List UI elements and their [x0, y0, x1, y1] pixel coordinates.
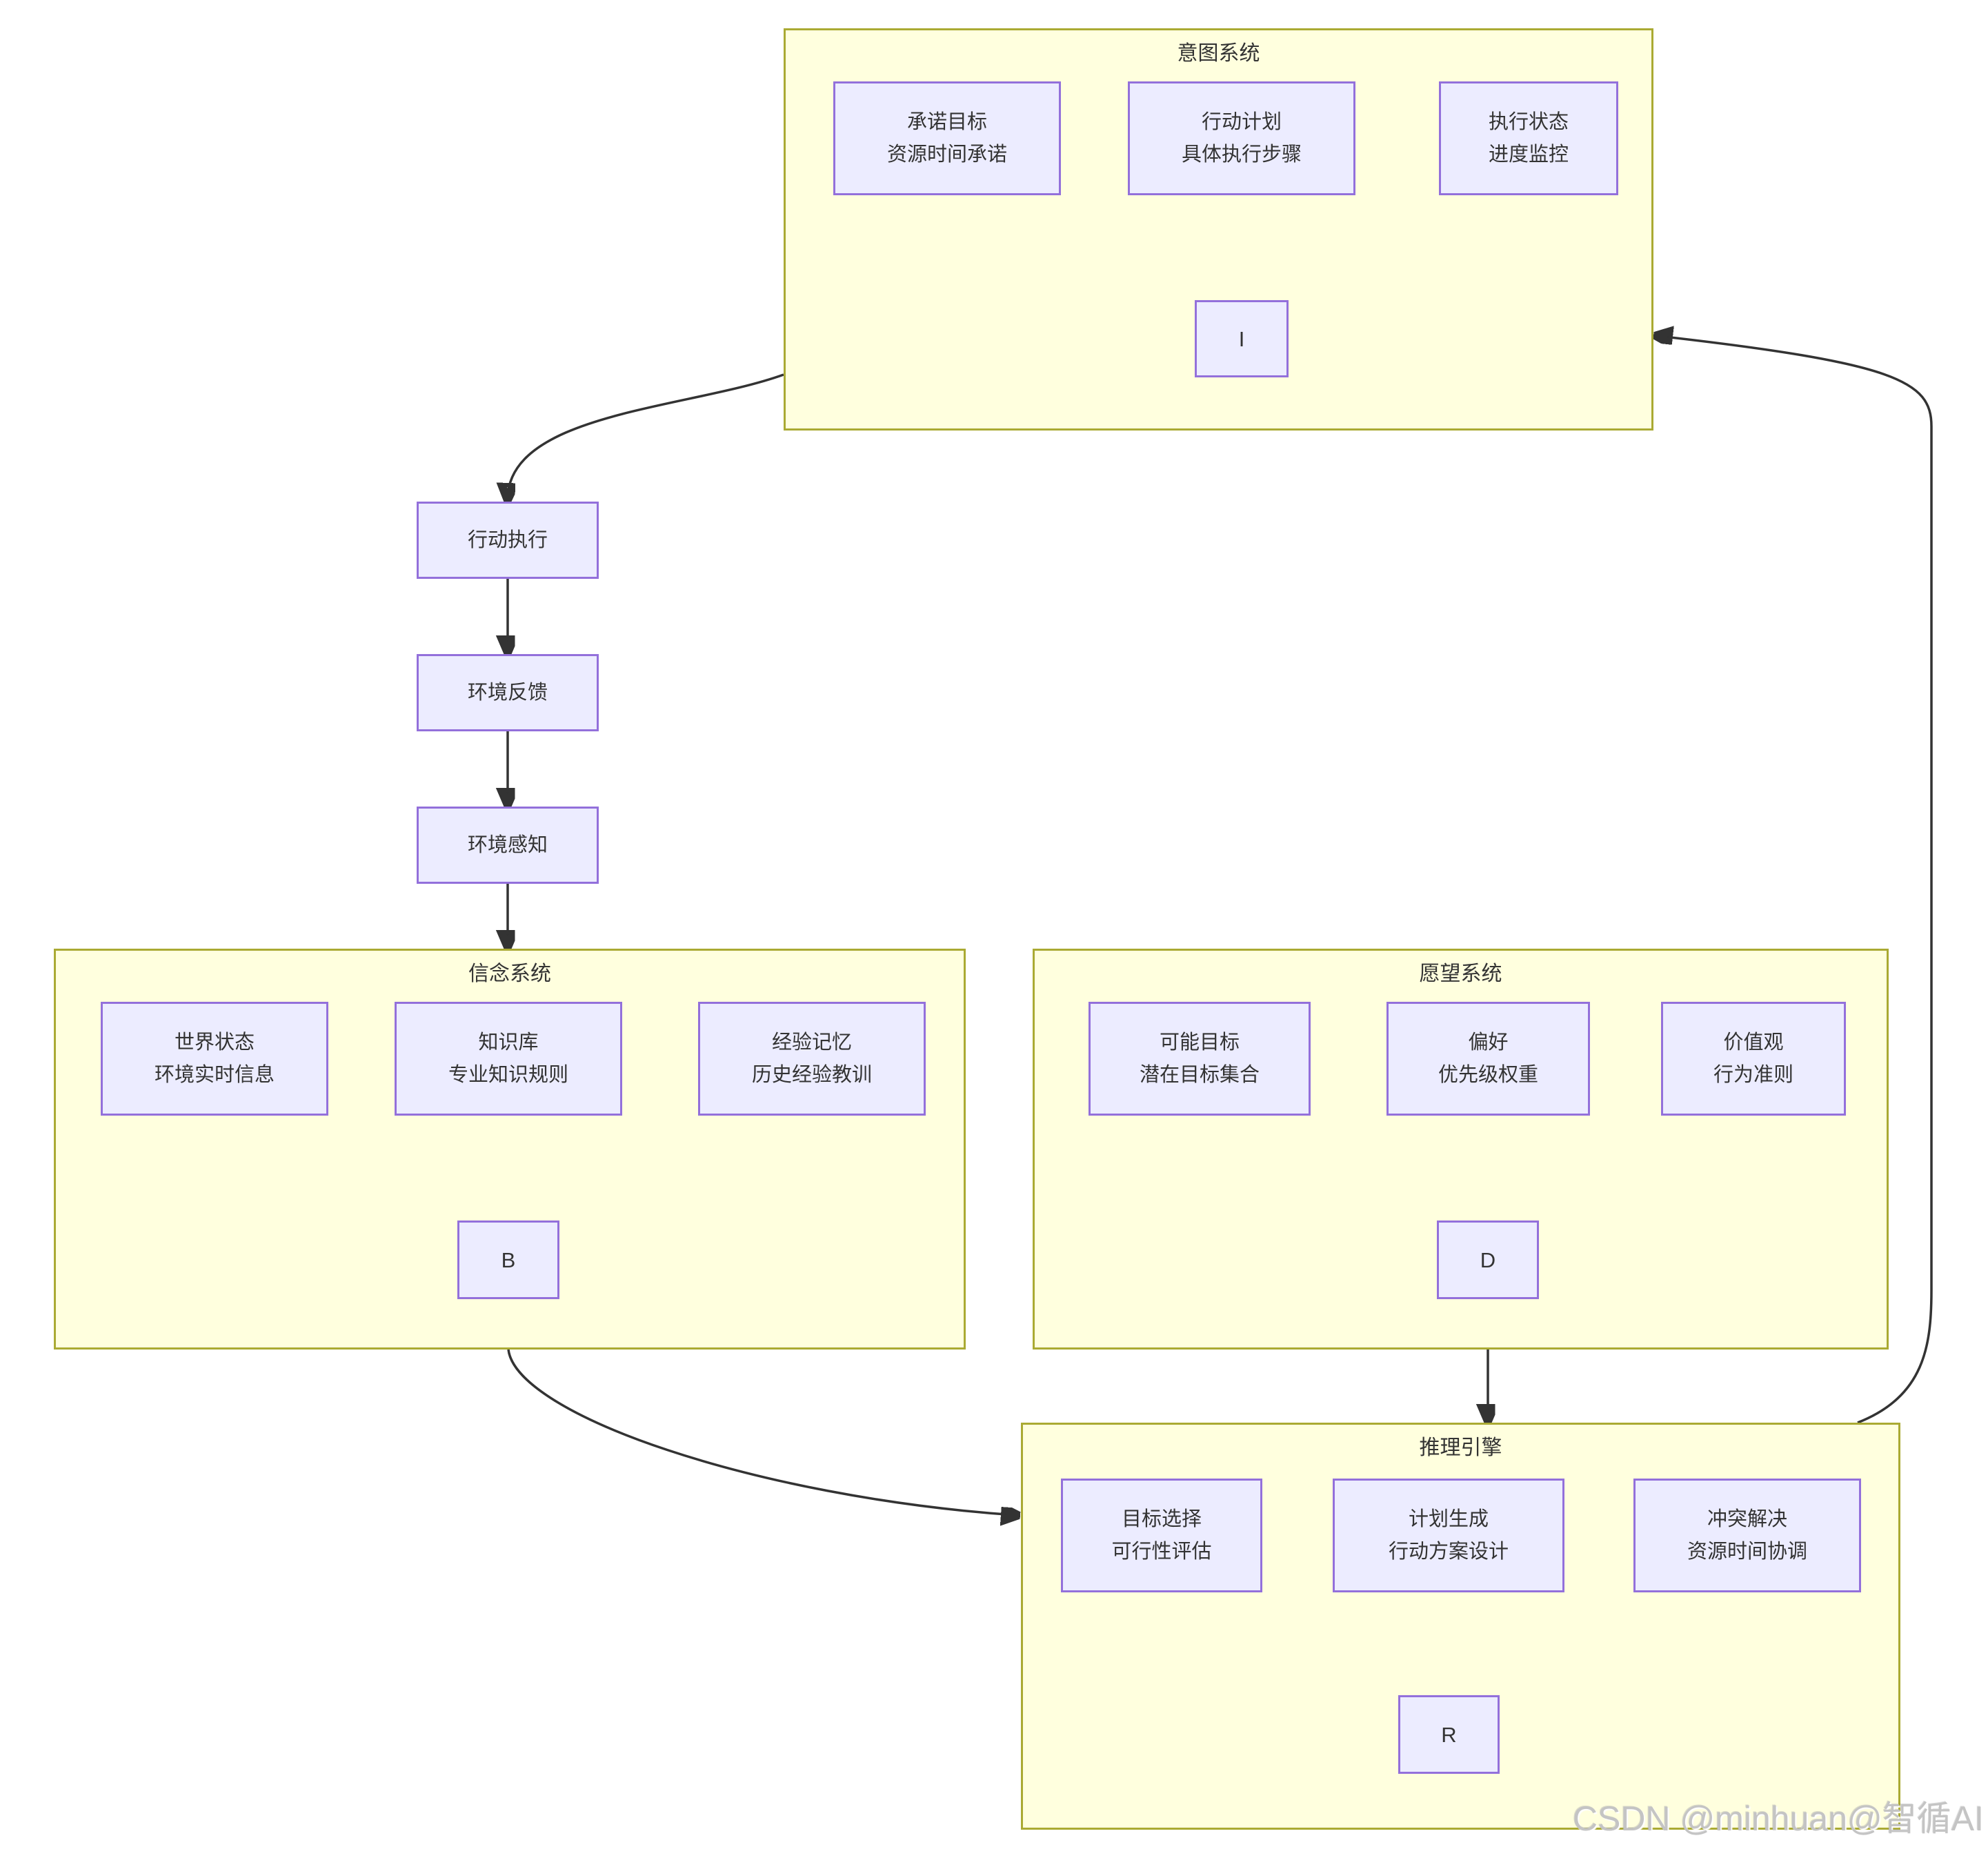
- node-world-state: 世界状态 环境实时信息: [101, 1002, 328, 1116]
- node-world-state-line1: 世界状态: [174, 1031, 255, 1054]
- node-intention-i-label: I: [1238, 326, 1245, 351]
- node-action-plan: 行动计划 具体执行步骤: [1128, 81, 1355, 195]
- node-env-feedback: 环境反馈: [417, 654, 599, 731]
- node-belief-b-label: B: [501, 1247, 516, 1272]
- node-desire-d: D: [1437, 1220, 1539, 1299]
- node-conflict: 冲突解决 资源时间协调: [1633, 1479, 1861, 1592]
- node-conflict-line1: 冲突解决: [1707, 1508, 1787, 1530]
- node-exec-status: 执行状态 进度监控: [1439, 81, 1618, 195]
- node-knowledge-line2: 专业知识规则: [448, 1063, 568, 1086]
- node-action-plan-line1: 行动计划: [1201, 110, 1282, 133]
- intention-system-title: 意图系统: [1177, 42, 1260, 65]
- node-conflict-line2: 资源时间协调: [1687, 1540, 1807, 1563]
- node-possible-goal: 可能目标 潜在目标集合: [1089, 1002, 1311, 1116]
- node-plan-gen-line1: 计划生成: [1408, 1508, 1489, 1530]
- node-plan-gen-line2: 行动方案设计: [1388, 1540, 1509, 1563]
- node-plan-gen: 计划生成 行动方案设计: [1333, 1479, 1564, 1592]
- node-action-exec: 行动执行: [417, 502, 599, 579]
- node-values: 价值观 行为准则: [1661, 1002, 1846, 1116]
- node-memory-line2: 历史经验教训: [751, 1063, 872, 1086]
- node-preference: 偏好 优先级权重: [1386, 1002, 1590, 1116]
- node-commit-goal-line1: 承诺目标: [906, 110, 987, 133]
- node-commit-goal-line2: 资源时间承诺: [886, 143, 1007, 166]
- node-possible-goal-line1: 可能目标: [1159, 1031, 1240, 1054]
- edge-belief-to-reasoning: [507, 1349, 1015, 1515]
- node-values-line1: 价值观: [1723, 1031, 1784, 1054]
- node-knowledge-line1: 知识库: [478, 1031, 539, 1054]
- node-preference-line2: 优先级权重: [1438, 1063, 1538, 1086]
- desire-system-title: 愿望系统: [1419, 962, 1502, 985]
- node-knowledge: 知识库 专业知识规则: [395, 1002, 622, 1116]
- node-action-exec-label: 行动执行: [467, 528, 548, 551]
- node-env-perception-label: 环境感知: [467, 833, 548, 856]
- belief-system-title: 信念系统: [468, 962, 551, 985]
- node-memory: 经验记忆 历史经验教训: [698, 1002, 926, 1116]
- node-env-perception: 环境感知: [417, 807, 599, 884]
- node-goal-select-line1: 目标选择: [1121, 1508, 1202, 1530]
- node-possible-goal-line2: 潜在目标集合: [1139, 1063, 1260, 1086]
- node-belief-b: B: [457, 1220, 559, 1299]
- node-exec-status-line2: 进度监控: [1488, 143, 1569, 166]
- node-desire-d-label: D: [1480, 1247, 1496, 1272]
- node-goal-select: 目标选择 可行性评估: [1061, 1479, 1262, 1592]
- node-commit-goal: 承诺目标 资源时间承诺: [833, 81, 1061, 195]
- edge-intention-to-action-exec: [508, 373, 784, 497]
- node-intention-i: I: [1195, 300, 1289, 377]
- node-reasoning-r-label: R: [1441, 1722, 1457, 1747]
- node-values-line2: 行为准则: [1713, 1063, 1793, 1086]
- node-world-state-line2: 环境实时信息: [154, 1063, 275, 1086]
- reasoning-engine-title: 推理引擎: [1419, 1436, 1502, 1459]
- node-goal-select-line2: 可行性评估: [1111, 1540, 1212, 1563]
- node-env-feedback-label: 环境反馈: [467, 681, 548, 704]
- node-reasoning-r: R: [1398, 1695, 1500, 1774]
- node-action-plan-line2: 具体执行步骤: [1181, 143, 1302, 166]
- node-memory-line1: 经验记忆: [771, 1031, 852, 1054]
- node-exec-status-line1: 执行状态: [1488, 110, 1569, 133]
- csdn-watermark: CSDN @minhuan@智循AI: [1572, 1799, 1984, 1838]
- node-preference-line1: 偏好: [1468, 1031, 1509, 1054]
